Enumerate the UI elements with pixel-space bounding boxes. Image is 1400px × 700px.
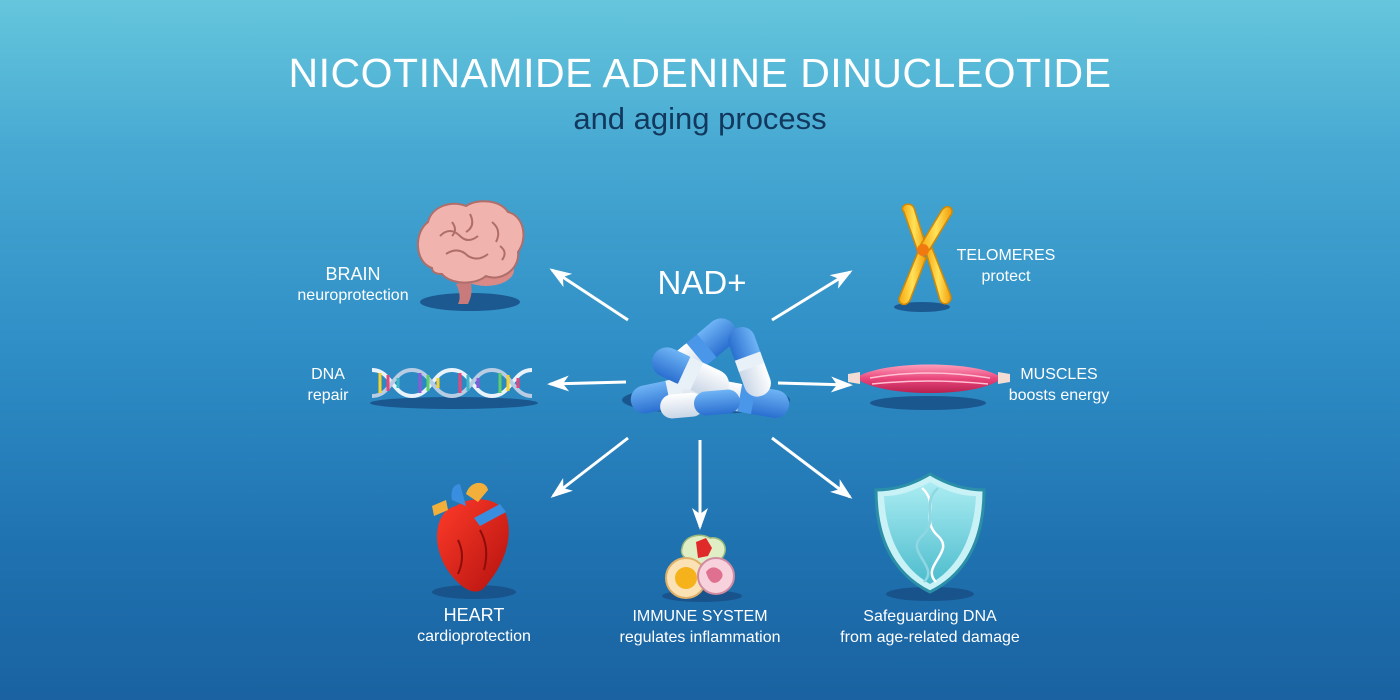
arrow-to-safeguard [771, 436, 853, 499]
safeguard-title: Safeguarding DNA [863, 608, 997, 625]
pills-icon [622, 318, 790, 419]
safeguard-subtitle: from age-related damage [840, 629, 1020, 646]
immune-subtitle: regulates inflammation [619, 629, 781, 646]
arrow-to-brain [549, 268, 629, 322]
dna-helix-icon [370, 367, 538, 409]
telomeres-title: TELOMERES [956, 247, 1056, 264]
arrows [547, 268, 853, 530]
dna-subtitle: repair [307, 387, 349, 404]
immune-cells-icon [662, 534, 742, 602]
diagram-subtitle: and aging process [573, 101, 827, 136]
arrow-to-heart [550, 436, 629, 498]
arrow-to-dna [547, 375, 627, 392]
chromosome-icon [894, 203, 953, 312]
heart-icon [432, 482, 516, 599]
safeguard-label: Safeguarding DNA from age-related damage [830, 606, 1030, 648]
brain-title: BRAIN [325, 264, 381, 284]
nad-plus-label: NAD+ [657, 264, 747, 301]
heart-title: HEART [443, 605, 505, 625]
diagram-title: NICOTINAMIDE ADENINE DINUCLEOTIDE [288, 50, 1112, 96]
brain-icon [416, 200, 525, 311]
muscle-icon [848, 364, 1010, 410]
muscles-label: MUSCLES boosts energy [995, 364, 1123, 406]
telomeres-subtitle: protect [981, 268, 1031, 285]
brain-label: BRAIN neuroprotection [288, 264, 418, 306]
dna-label: DNA repair [288, 364, 368, 406]
muscles-subtitle: boosts energy [1008, 387, 1110, 404]
brain-subtitle: neuroprotection [297, 287, 409, 304]
heart-label: HEART cardioprotection [399, 605, 549, 647]
muscles-title: MUSCLES [1020, 366, 1098, 383]
telomeres-label: TELOMERES protect [950, 245, 1062, 287]
heart-subtitle: cardioprotection [417, 628, 531, 645]
arrow-to-muscles [777, 376, 853, 393]
arrow-to-telomeres [771, 270, 853, 322]
shield-dna-icon [874, 472, 986, 601]
immune-title: IMMUNE SYSTEM [632, 608, 768, 625]
immune-label: IMMUNE SYSTEM regulates inflammation [590, 606, 810, 648]
dna-title: DNA [311, 366, 345, 383]
